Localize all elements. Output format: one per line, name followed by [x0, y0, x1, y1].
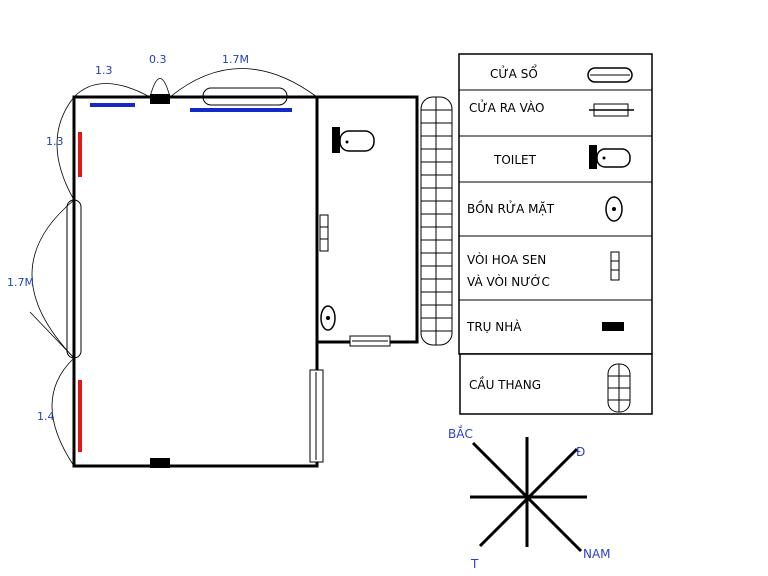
pillar-bottom: [150, 458, 170, 468]
dim-top-right: 1.7M: [222, 53, 249, 66]
dim-left-top: 1.3: [46, 135, 64, 148]
legend-label-sink: BỒN RỬA MẶT: [467, 200, 555, 216]
stairs-symbol-icon: [607, 363, 631, 413]
dim-left-bottom: 1.4: [37, 410, 55, 423]
main-room-wall: [72, 95, 319, 468]
bathroom-toilet-icon: [332, 127, 375, 153]
pillar-top: [150, 94, 170, 104]
door-symbol-icon: [589, 103, 634, 117]
legend-label-window: CỬA SỔ: [490, 65, 538, 81]
compass-west: T: [470, 557, 479, 571]
compass-north: BẮC: [448, 425, 473, 441]
compass-south: NAM: [583, 547, 611, 561]
shower-symbol-icon: [610, 251, 620, 281]
legend-label-shower-1: VÒI HOA SEN: [467, 252, 546, 267]
legend-label-pillar: TRỤ NHÀ: [466, 319, 522, 334]
compass-east: Đ: [576, 445, 585, 459]
pillar-symbol-icon: [602, 322, 624, 331]
legend-label-stairs: CẦU THANG: [469, 376, 541, 392]
sink-symbol-icon: [605, 196, 623, 222]
dim-left-mid: 1.7M: [7, 276, 34, 289]
toilet-symbol-icon: [589, 145, 631, 169]
legend-label-toilet: TOILET: [493, 153, 537, 167]
dim-top-mid: 0.3: [149, 53, 167, 66]
bathroom-sink-icon: [320, 305, 336, 331]
legend-label-shower-2: VÀ VÒI NƯỚC: [467, 274, 550, 289]
bathroom-shower-icon: [319, 214, 329, 252]
dim-top-left: 1.3: [95, 64, 113, 77]
compass-rose: [470, 437, 587, 553]
door-top-pill: [202, 87, 288, 106]
staircase: [420, 96, 453, 346]
legend-label-door: CỬA RA VÀO: [469, 99, 544, 115]
window-symbol-icon: [587, 67, 633, 83]
